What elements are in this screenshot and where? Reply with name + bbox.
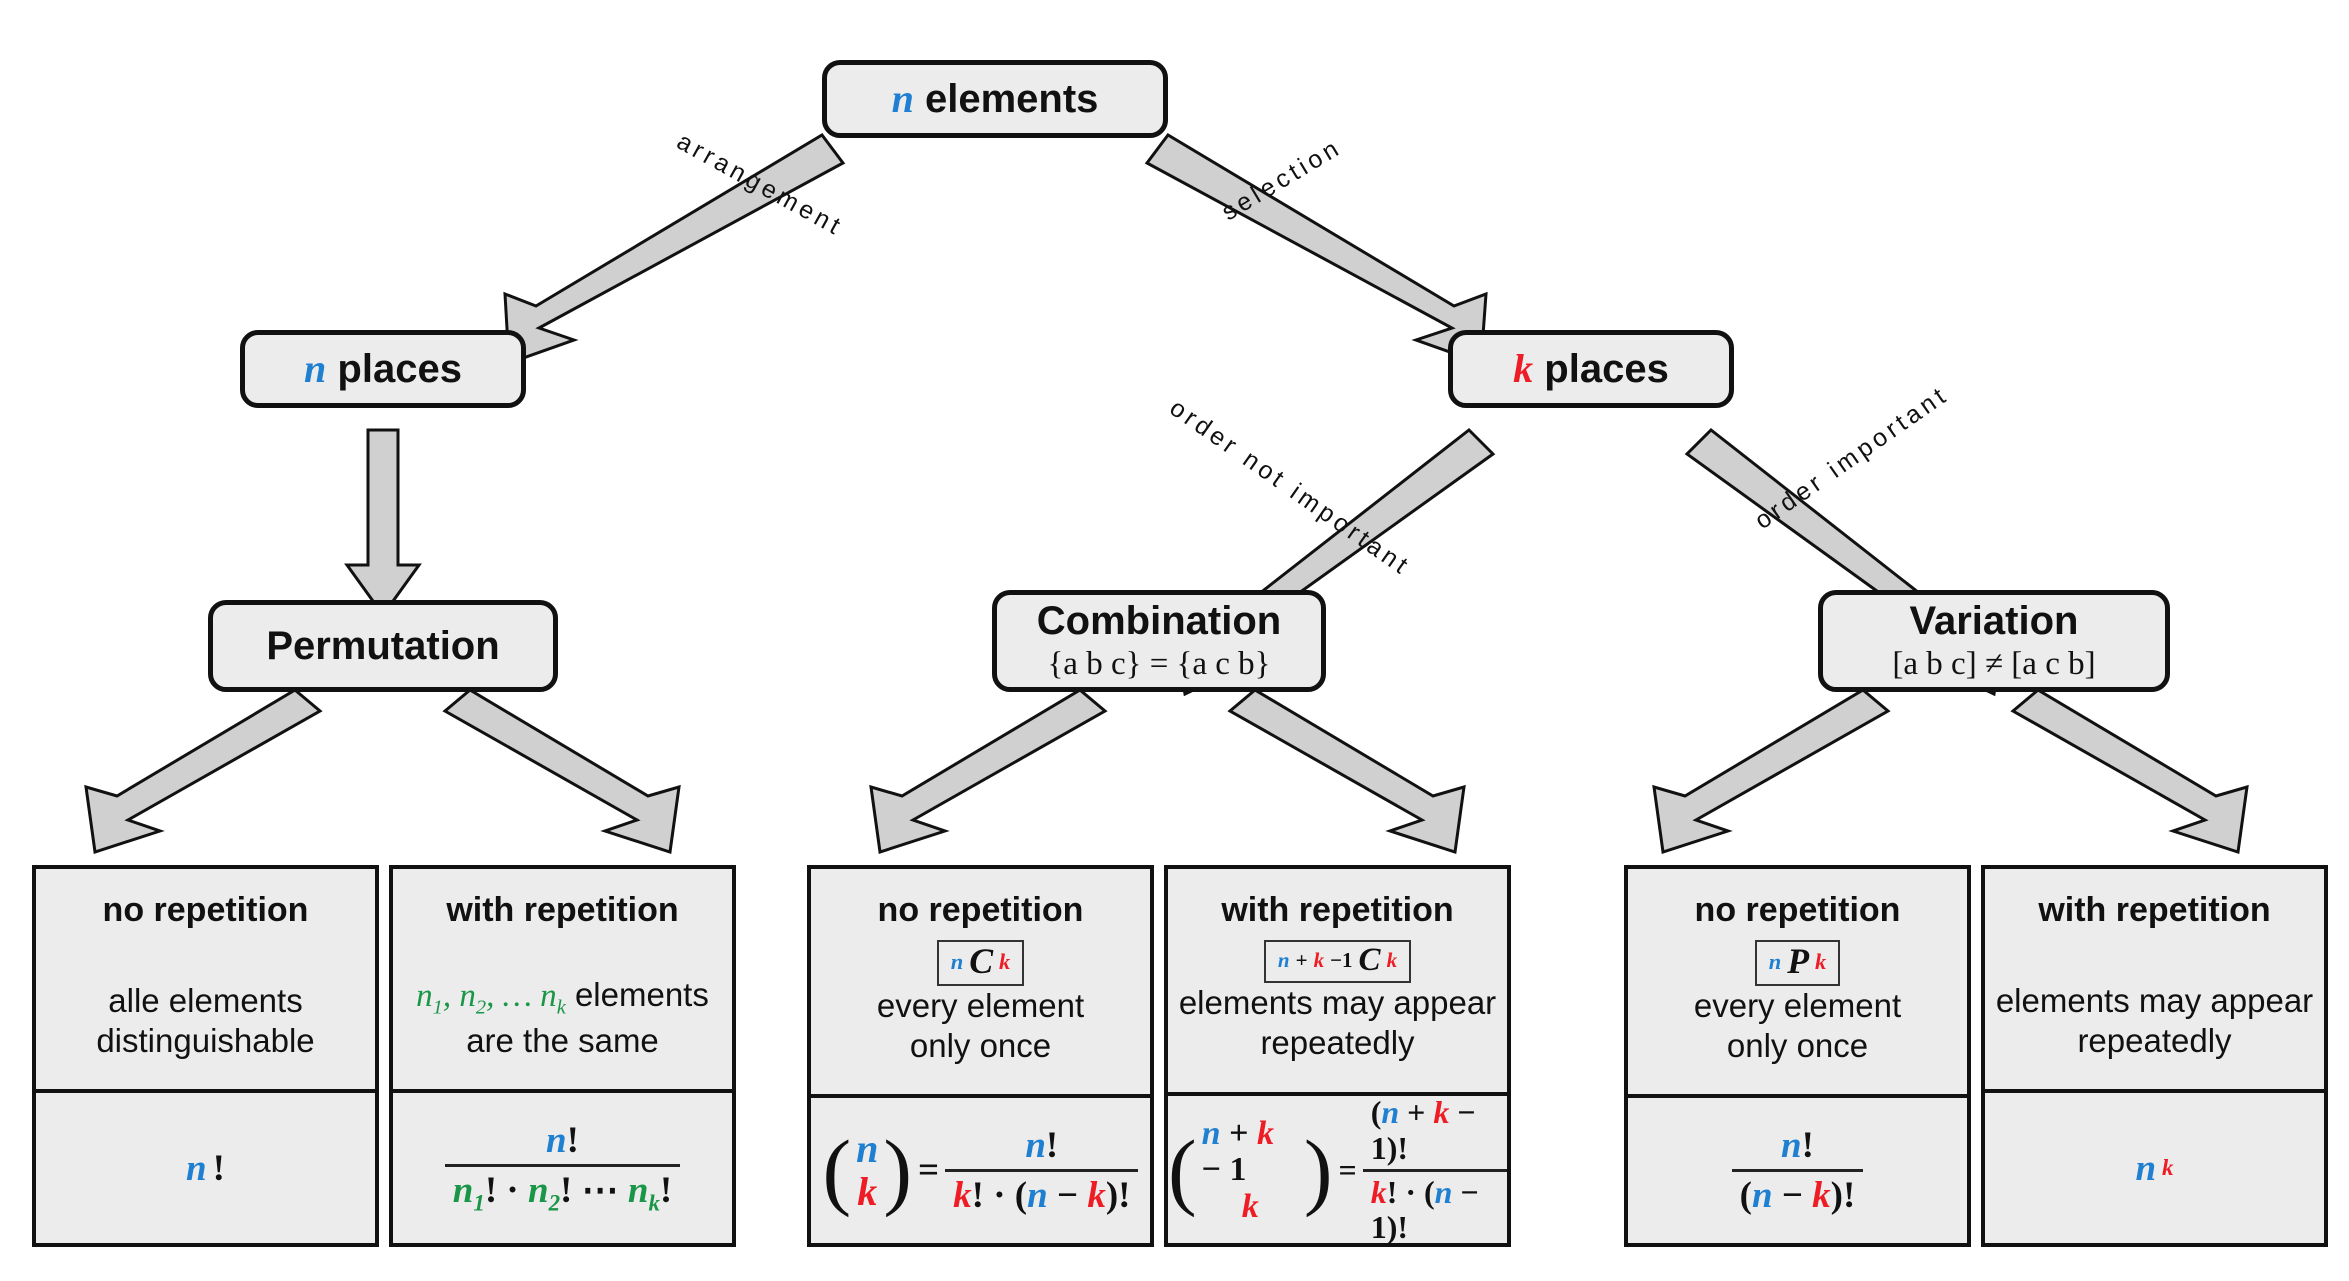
formula-multiset-permutation: n! n1! · n2! ⋯ nk! [444, 1120, 681, 1216]
leaf-description: elements may appear repeatedly [1995, 981, 2314, 1062]
node-n-elements[interactable]: n elements [822, 60, 1168, 138]
leaf-heading: with repetition [1221, 891, 1454, 929]
leaf-body: no repetition alle elements distinguisha… [36, 869, 375, 1089]
node-k-places-title: k places [1513, 346, 1669, 391]
node-n-places[interactable]: n places [240, 330, 526, 408]
desc-line-2: are the same [466, 1021, 659, 1059]
arrow-variation-with-repetition [2010, 688, 2249, 854]
leaf-heading: with repetition [2038, 891, 2271, 929]
formula-n-factorial: n! [186, 1147, 225, 1189]
leaf-heading: no repetition [877, 891, 1084, 929]
node-combination-title: Combination [1036, 598, 1282, 643]
node-k-places[interactable]: k places [1448, 330, 1734, 408]
leaf-permutation-no-repetition[interactable]: no repetition alle elements distinguisha… [32, 865, 379, 1247]
node-n-elements-title: n elements [891, 76, 1099, 121]
node-k-places-label: places [1544, 347, 1669, 391]
leaf-heading: with repetition [446, 891, 679, 929]
node-permutation-title: Permutation [266, 624, 500, 668]
desc-line-2: repeatedly [1260, 1024, 1415, 1062]
desc-line-1: elements may appear [1995, 981, 2314, 1019]
leaf-description: n1, n2, … nk elements are the same [403, 975, 722, 1061]
leaf-formula-bar: ( n + k − 1 k ) = (n + k − 1)! k! · (n −… [1168, 1091, 1507, 1246]
node-variation-subtitle: [a b c] ≠ [a c b] [1892, 645, 2096, 682]
arrow-n-places-permutation [344, 428, 422, 618]
arrow-variation-no-repetition [1652, 688, 1891, 854]
variable-n: n [304, 346, 327, 391]
desc-line-1: n1, n2, … nk elements [416, 976, 709, 1019]
formula-falling-factorial: n! (n − k)! [1731, 1125, 1864, 1216]
formula-multiset-binomial: ( n + k − 1 k ) = (n + k − 1)! k! · (n −… [1168, 1094, 1507, 1246]
desc-line-2: repeatedly [2077, 1021, 2232, 1059]
node-n-places-label: places [337, 347, 462, 391]
desc-line-2: distinguishable [96, 1021, 315, 1059]
arrow-permutation-no-repetition [84, 688, 323, 854]
node-combination[interactable]: Combination {a b c} = {a c b} [992, 590, 1326, 692]
leaf-formula-bar: n! n1! · n2! ⋯ nk! [393, 1089, 732, 1243]
leaf-body: with repetition n1, n2, … nk elements ar… [393, 869, 732, 1089]
leaf-description: every element only once [821, 986, 1140, 1067]
leaf-variation-with-repetition[interactable]: with repetition elements may appear repe… [1981, 865, 2328, 1247]
leaf-description: every element only once [1638, 986, 1957, 1067]
desc-line-2: only once [909, 1026, 1052, 1064]
desc-line-1: every element [1693, 986, 1902, 1024]
arrow-combination-with-repetition [1227, 688, 1466, 854]
arrow-combination-no-repetition [869, 688, 1108, 854]
node-permutation[interactable]: Permutation [208, 600, 558, 692]
desc-line-1: elements may appear [1178, 984, 1497, 1021]
node-combination-subtitle: {a b c} = {a c b} [1047, 645, 1271, 682]
leaf-description: elements may appear repeatedly [1178, 983, 1497, 1064]
leaf-body: with repetition elements may appear repe… [1985, 869, 2324, 1089]
leaf-description: alle elements distinguishable [46, 981, 365, 1062]
node-variation-title: Variation [1909, 598, 2079, 643]
desc-line-1: every element [876, 986, 1085, 1024]
desc-line-2: only once [1726, 1026, 1869, 1064]
leaf-formula-bar: n! [36, 1089, 375, 1243]
arrow-arrangement [503, 133, 846, 366]
desc-line-1: alle elements [108, 981, 303, 1019]
leaf-heading: no repetition [1694, 891, 1901, 929]
node-n-elements-label: elements [924, 77, 1099, 121]
leaf-heading: no repetition [102, 891, 309, 929]
leaf-permutation-with-repetition[interactable]: with repetition n1, n2, … nk elements ar… [389, 865, 736, 1247]
leaf-formula-bar: n! (n − k)! [1628, 1094, 1967, 1243]
variable-n: n [891, 76, 914, 121]
arrow-permutation-with-repetition [442, 688, 681, 854]
node-n-places-title: n places [304, 346, 462, 391]
node-variation[interactable]: Variation [a b c] ≠ [a c b] [1818, 590, 2170, 692]
variable-k: k [1513, 346, 1534, 391]
